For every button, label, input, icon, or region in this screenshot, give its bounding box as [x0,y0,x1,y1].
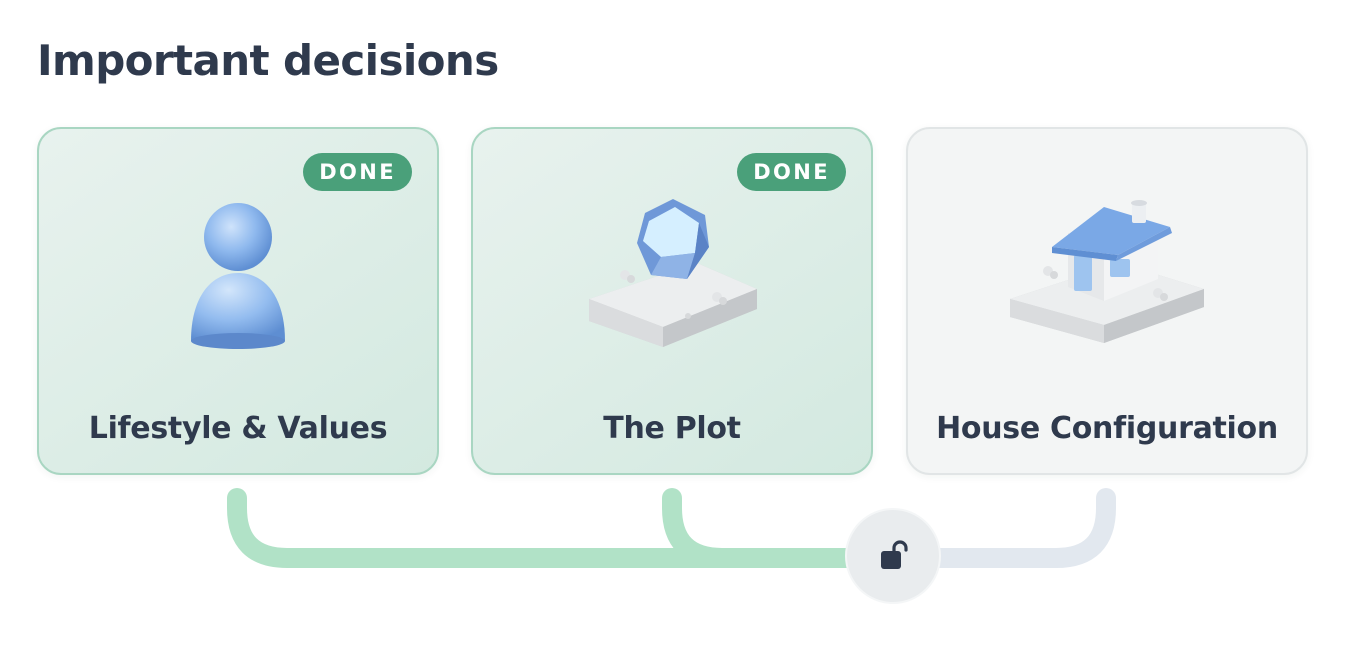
page-title: Important decisions [37,36,499,85]
unlocked-padlock-icon [881,540,908,569]
status-badge: DONE [737,153,846,191]
person-icon [191,203,285,349]
card-house-configuration[interactable]: House Configuration [906,127,1308,475]
progress-connector [227,488,1116,568]
house-icon [1010,200,1204,343]
unlock-button[interactable] [847,510,939,602]
card-title: House Configuration [936,411,1278,446]
card-title: Lifestyle & Values [88,411,388,446]
plot-icon [589,199,757,347]
status-badge: DONE [303,153,412,191]
card-the-plot[interactable]: DONE The Plot [471,127,873,475]
card-lifestyle-values[interactable]: DONE Lifestyle & Values [37,127,439,475]
card-title: The Plot [603,411,741,446]
